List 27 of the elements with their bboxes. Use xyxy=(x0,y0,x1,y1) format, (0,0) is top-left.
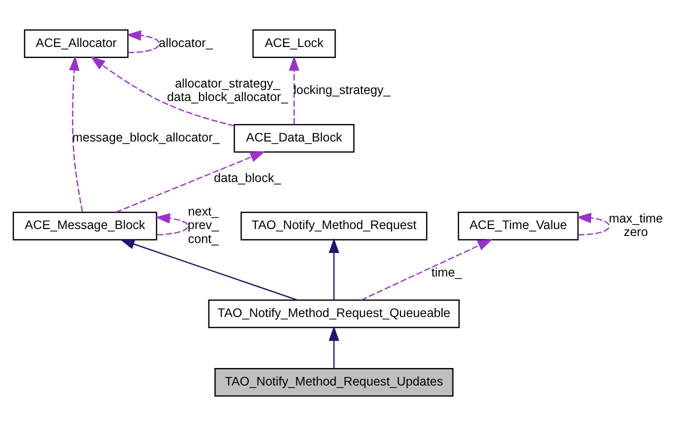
arrow xyxy=(328,238,340,300)
arrow xyxy=(116,150,266,212)
arrow xyxy=(576,212,610,236)
edge-label: allocator_strategy_ data_block_allocator_ xyxy=(166,76,288,104)
edge-label: max_time zero xyxy=(608,210,663,239)
edge-label: locking_strategy_ xyxy=(294,82,390,97)
edge-label: allocator_ xyxy=(158,35,213,50)
arrow xyxy=(68,55,83,212)
node-box: TAO_Notify_Method_Request xyxy=(240,211,428,240)
edge-label: message_block_allocator_ xyxy=(72,130,220,144)
arrow xyxy=(90,56,234,126)
node-box: TAO_Notify_Method_Request_Updates xyxy=(214,368,454,396)
edge-label: data_block_ xyxy=(214,170,281,184)
node-box: ACE_Allocator xyxy=(24,28,129,58)
node-box: ACE_Lock xyxy=(252,28,336,58)
node-box: ACE_Time_Value xyxy=(458,211,579,240)
edge-label: next_ prev_ cont_ xyxy=(188,204,219,246)
node-box: ACE_Data_Block xyxy=(234,123,354,152)
arrow xyxy=(360,238,493,300)
node-box: ACE_Message_Block xyxy=(12,211,158,240)
arrow xyxy=(288,55,300,124)
arrow xyxy=(328,325,340,368)
node-box: TAO_Notify_Method_Request_Queueable xyxy=(208,299,460,328)
edge-label: time_ xyxy=(431,264,462,279)
arrow xyxy=(126,30,160,53)
arrow xyxy=(155,212,188,235)
arrow xyxy=(120,238,298,300)
